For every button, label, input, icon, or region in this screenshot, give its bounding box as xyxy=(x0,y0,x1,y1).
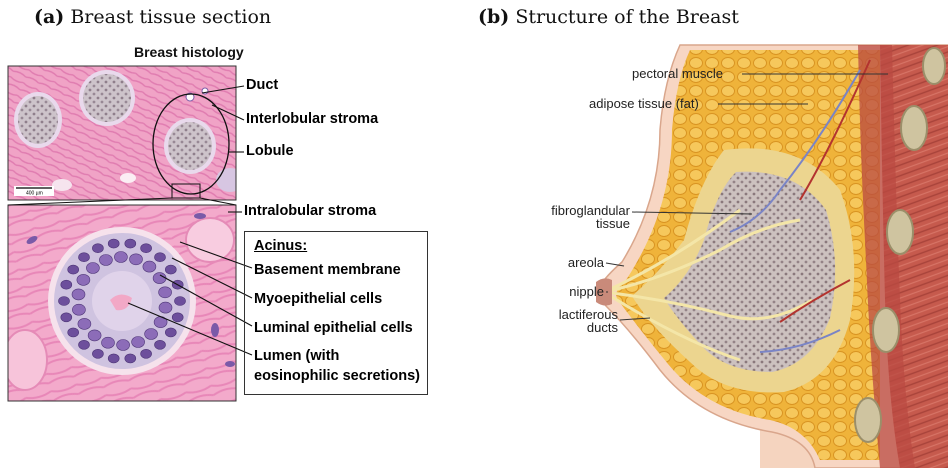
luminal-nucleus xyxy=(86,263,99,274)
acinus-heading: Acinus: xyxy=(254,238,307,254)
myoepithelial-nucleus xyxy=(108,239,119,248)
myoepithelial-nucleus xyxy=(165,328,176,337)
label-lumen-line2: eosinophilic secretions) xyxy=(254,368,420,384)
myoepithelial-nucleus xyxy=(108,354,119,363)
luminal-nucleus xyxy=(99,255,112,266)
lobule-cluster-2 xyxy=(79,70,135,126)
luminal-nucleus xyxy=(102,337,115,348)
myoepithelial-nucleus xyxy=(125,239,136,248)
myoepithelial-nucleus xyxy=(68,328,79,337)
myoepithelial-nucleus xyxy=(61,280,72,289)
luminal-nucleus xyxy=(72,289,85,300)
myoepithelial-nucleus xyxy=(125,354,136,363)
myoepithelial-nucleus xyxy=(155,340,166,349)
label-lumen-line1: Lumen (with xyxy=(254,348,339,364)
myoepithelial-nucleus xyxy=(92,244,103,253)
myoepithelial-nucleus xyxy=(79,253,90,262)
myoepithelial-nucleus xyxy=(155,253,166,262)
luminal-nucleus xyxy=(88,330,101,341)
myoepithelial-nucleus xyxy=(141,244,152,253)
scale-bar-label: 400 µm xyxy=(26,191,43,197)
luminal-nucleus xyxy=(159,302,172,313)
luminal-nucleus xyxy=(77,274,90,285)
myoepithelial-nucleus xyxy=(59,297,70,306)
myoepithelial-nucleus xyxy=(141,349,152,358)
label-areola: areola xyxy=(534,256,604,270)
label-intralobular-stroma: Intralobular stroma xyxy=(244,203,376,219)
luminal-nucleus xyxy=(117,340,130,351)
lobule-cluster-3 xyxy=(164,118,216,174)
label-fibroglandular-line2: tissue xyxy=(534,217,630,231)
label-basement-membrane: Basement membrane xyxy=(254,262,401,278)
luminal-nucleus xyxy=(78,318,91,329)
myoepithelial-nucleus xyxy=(175,297,186,306)
myoepithelial-nucleus xyxy=(92,349,103,358)
histology-overview-image xyxy=(8,66,244,200)
luminal-nucleus xyxy=(145,329,158,340)
myoepithelial-nucleus xyxy=(61,313,72,322)
label-nipple: nipple xyxy=(534,285,604,299)
label-myoepithelial-cells: Myoepithelial cells xyxy=(254,291,382,307)
label-interlobular-stroma: Interlobular stroma xyxy=(246,111,378,127)
luminal-nucleus xyxy=(132,337,145,348)
label-pectoral-muscle: pectoral muscle xyxy=(632,67,723,81)
luminal-nucleus xyxy=(159,287,172,298)
myoepithelial-nucleus xyxy=(68,265,79,274)
myoepithelial-nucleus xyxy=(165,265,176,274)
luminal-nucleus xyxy=(72,304,85,315)
label-luminal-epithelial-cells: Luminal epithelial cells xyxy=(254,320,413,336)
luminal-nucleus xyxy=(153,273,166,284)
label-duct: Duct xyxy=(246,77,278,93)
luminal-nucleus xyxy=(114,252,127,263)
myoepithelial-nucleus xyxy=(79,340,90,349)
luminal-nucleus xyxy=(143,261,156,272)
histology-acinus-image xyxy=(3,205,236,401)
lobule-cluster-1 xyxy=(14,92,62,148)
label-adipose-tissue: adipose tissue (fat) xyxy=(589,97,699,111)
luminal-nucleus xyxy=(130,254,143,265)
label-lactiferous-line2: ducts xyxy=(530,321,618,335)
label-lobule: Lobule xyxy=(246,143,294,159)
myoepithelial-nucleus xyxy=(172,313,183,322)
